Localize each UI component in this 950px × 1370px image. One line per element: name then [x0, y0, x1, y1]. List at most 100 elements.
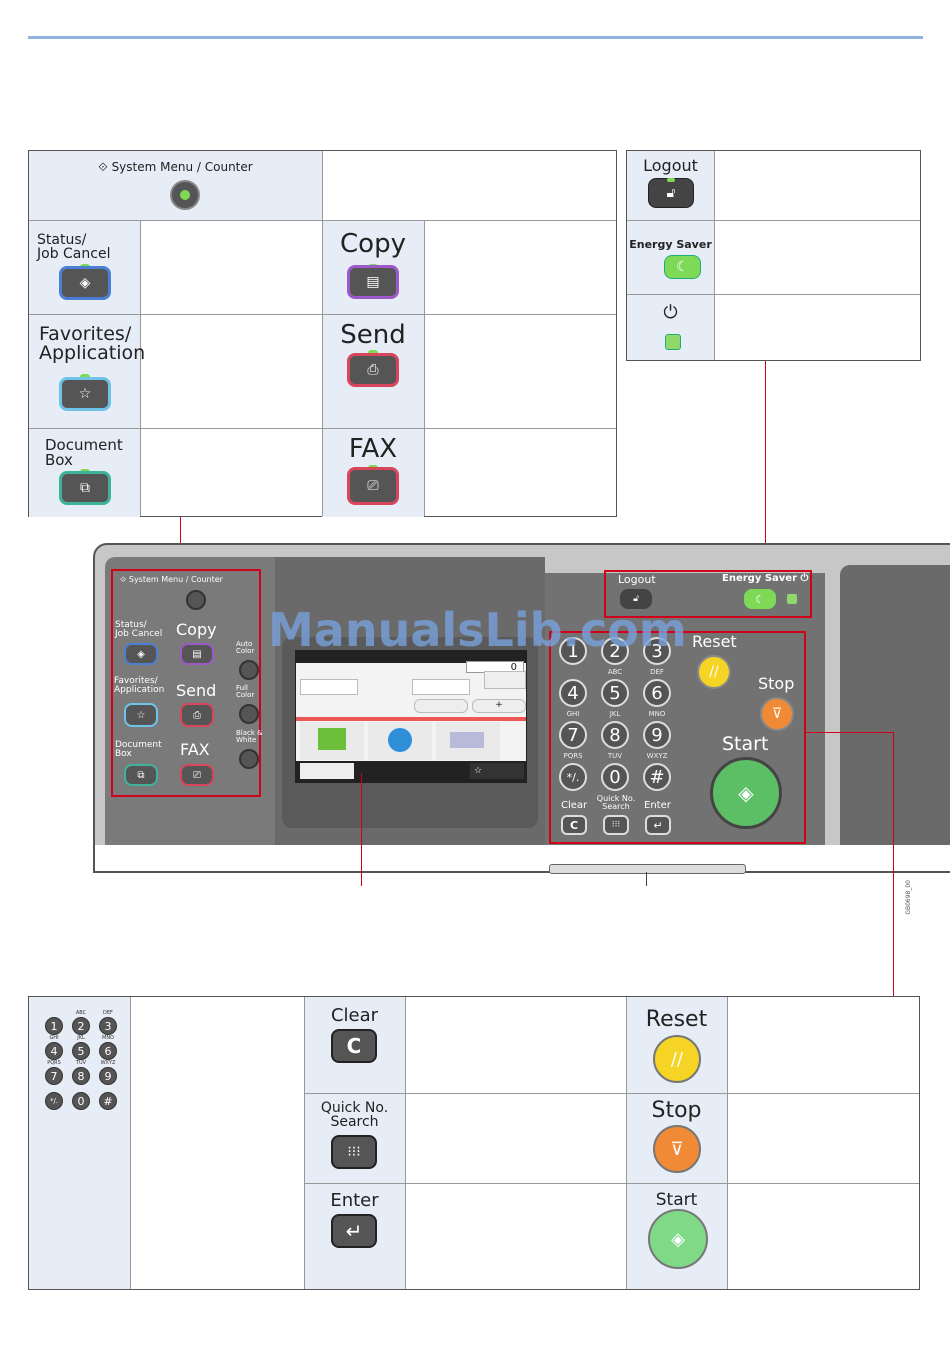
document-box-button[interactable]: ⧉: [59, 471, 111, 505]
panel-stop-button[interactable]: ⊽: [760, 697, 794, 731]
mini-key-letters: JKL: [77, 1035, 85, 1041]
mini-key-letters: GHI: [49, 1035, 59, 1041]
watermark: ManualsLib.com: [268, 603, 687, 657]
panel-key-8[interactable]: 8: [601, 721, 629, 749]
panel-send-button[interactable]: ⎙: [180, 703, 214, 727]
logout-button[interactable]: 🔓︎: [648, 178, 694, 208]
panel-key-letters: MNO: [648, 710, 666, 718]
panel-stop-label: Stop: [758, 674, 795, 693]
start-button[interactable]: ◈: [648, 1209, 708, 1269]
auto-color-button[interactable]: [239, 660, 259, 680]
panel-copy-label: Copy: [176, 620, 217, 639]
mini-key-1: 1: [45, 1017, 63, 1035]
start-label: Start: [655, 1190, 698, 1210]
panel-key-3[interactable]: 3: [643, 637, 671, 665]
panel-key-letters: DEF: [650, 668, 664, 676]
panel-key-letters: TUV: [607, 752, 623, 760]
panel-system-menu-button[interactable]: [186, 590, 206, 610]
panel-key-5[interactable]: 5: [601, 679, 629, 707]
figure-code: GB0698_00: [905, 880, 912, 915]
panel-power-indicator: [787, 594, 797, 604]
power-keys-table: Logout 🔓︎ Energy Saver ☾ ⏻: [626, 150, 921, 361]
full-color-button[interactable]: [239, 704, 259, 724]
panel-key-letters: ABC: [607, 668, 623, 676]
panel-clear-label: Clear: [561, 800, 588, 811]
mini-key-letters: DEF: [103, 1010, 113, 1016]
status-job-cancel-button[interactable]: ◈: [59, 266, 111, 300]
panel-key-7[interactable]: 7: [559, 721, 587, 749]
black-white-label: Black &White: [236, 729, 263, 744]
function-keys-table: ⟐ System Menu / Counter Status/Job Cance…: [28, 150, 617, 517]
panel-clear-button[interactable]: C: [561, 815, 587, 835]
panel-status-button[interactable]: ◈: [124, 643, 158, 665]
send-button[interactable]: ⎙: [347, 353, 399, 387]
panel-logout-button[interactable]: 🔓︎: [620, 589, 652, 609]
mini-key-letters: MNO: [102, 1035, 114, 1041]
stop-label: Stop: [651, 1098, 702, 1123]
favorites-label: Favorites/Application: [39, 323, 146, 364]
panel-document-box-button[interactable]: ⧉: [124, 764, 158, 786]
mini-key-3: 3: [99, 1017, 117, 1035]
panel-system-menu-label: ⟐ System Menu / Counter: [120, 575, 223, 584]
mini-key-6: 6: [99, 1042, 117, 1060]
clear-button[interactable]: C: [331, 1029, 377, 1063]
panel-enter-label: Enter: [644, 800, 671, 811]
panel-reset-button[interactable]: //: [697, 655, 731, 689]
panel-key-9[interactable]: 9: [643, 721, 671, 749]
panel-reset-label: Reset: [692, 632, 737, 651]
power-icon: ⏻: [663, 302, 678, 323]
panel-quick-button[interactable]: ⁝⁝⁝: [603, 815, 629, 835]
touch-panel-screen[interactable]: 0 + ☆: [295, 650, 527, 783]
panel-key-letters: GHI: [566, 710, 580, 718]
panel-key-1[interactable]: 1: [559, 637, 587, 665]
quick-search-button[interactable]: ⁝⁝⁝: [331, 1135, 377, 1169]
panel-key-11[interactable]: 0: [601, 763, 629, 791]
panel-key-4[interactable]: 4: [559, 679, 587, 707]
mini-key-letters: WXYZ: [100, 1060, 116, 1066]
reset-label: Reset: [645, 1007, 708, 1032]
mini-key-letters: PQRS: [47, 1060, 61, 1066]
reset-button[interactable]: //: [653, 1035, 701, 1083]
mini-key-4: 4: [45, 1042, 63, 1060]
tray-icon[interactable]: [436, 722, 500, 760]
panel-favorites-button[interactable]: ☆: [124, 703, 158, 727]
panel-key-6[interactable]: 6: [643, 679, 671, 707]
panel-start-button[interactable]: ◈: [710, 757, 782, 829]
panel-enter-button[interactable]: ↵: [645, 815, 671, 835]
mini-key-10: */.: [45, 1092, 63, 1110]
folder-icon[interactable]: [300, 722, 364, 760]
stop-button[interactable]: ⊽: [653, 1125, 701, 1173]
mini-key-7: 7: [45, 1067, 63, 1085]
attention-label: !Attention: [698, 844, 739, 853]
fax-label: FAX: [348, 434, 398, 464]
memory-label: ⊳Memory: [616, 844, 656, 853]
clear-label: Clear: [330, 1005, 379, 1026]
enter-label: Enter: [330, 1190, 379, 1211]
globe-icon[interactable]: [368, 722, 432, 760]
energy-saver-label: Energy Saver: [629, 238, 712, 251]
panel-fax-label: FAX: [180, 740, 210, 759]
fax-button[interactable]: ⎚: [347, 467, 399, 505]
copy-button[interactable]: ▤: [347, 265, 399, 299]
system-menu-button[interactable]: [170, 180, 200, 210]
enter-button[interactable]: ↵: [331, 1214, 377, 1248]
panel-fax-button[interactable]: ⎚: [180, 764, 214, 786]
panel-key-2[interactable]: 2: [601, 637, 629, 665]
panel-energy-saver-button[interactable]: ☾: [744, 589, 776, 609]
panel-key-12[interactable]: #: [643, 763, 671, 791]
energy-saver-button[interactable]: ☾: [664, 255, 701, 279]
black-white-button[interactable]: [239, 749, 259, 769]
indicator-bar: [549, 864, 746, 874]
panel-key-10[interactable]: */.: [559, 763, 587, 791]
favorites-application-button[interactable]: ☆: [59, 377, 111, 411]
mini-key-9: 9: [99, 1067, 117, 1085]
quick-search-label: Quick No.Search: [320, 1100, 389, 1130]
mini-key-letters: TUV: [75, 1060, 87, 1066]
panel-copy-button[interactable]: ▤: [180, 643, 214, 665]
send-label: Send: [340, 320, 406, 350]
panel-start-label: Start: [722, 733, 769, 755]
